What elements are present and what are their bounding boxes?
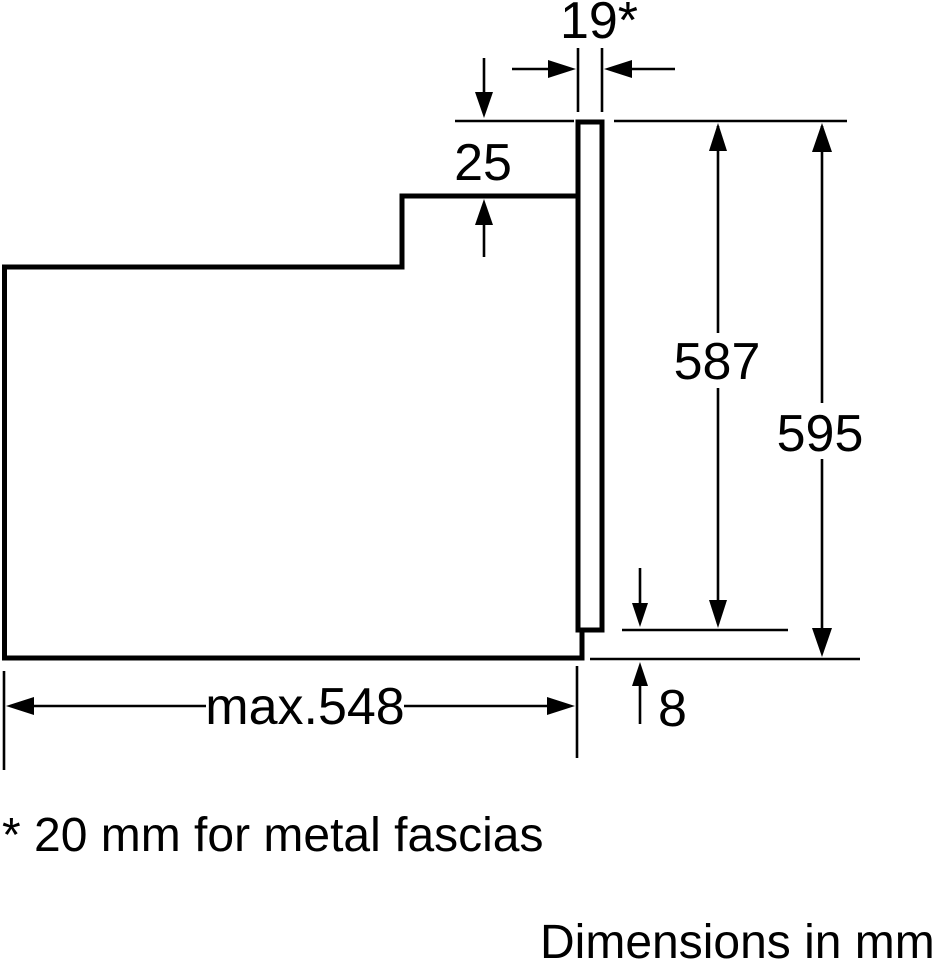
dim-548-left-arrowhead-icon: [6, 697, 34, 715]
dim-19-right-arrowhead-icon: [604, 60, 632, 78]
dim-19-label: 19*: [560, 0, 638, 50]
dim-25-down-arrowhead-icon: [475, 92, 493, 118]
dim-595-down-arrowhead-icon: [812, 628, 832, 657]
appliance-outline: [2, 119, 605, 661]
dim-587-label: 587: [674, 333, 761, 391]
dim-front-height: 595: [777, 123, 864, 657]
dim-fascia-thickness: 19*: [512, 0, 675, 78]
dim-8-up-arrowhead-icon: [632, 662, 648, 686]
dim-body-height: 587: [674, 123, 761, 628]
dim-595-label: 595: [777, 405, 864, 463]
dim-8-down-arrowhead-icon: [632, 603, 648, 627]
fascia-panel: [575, 119, 605, 633]
dim-548-label: max.548: [205, 678, 404, 736]
dim-bottom-gap: 8: [632, 568, 687, 738]
dim-548-right-arrowhead-icon: [547, 697, 575, 715]
dim-587-down-arrowhead-icon: [709, 600, 727, 628]
dim-19-left-arrowhead-icon: [548, 60, 576, 78]
units-note: Dimensions in mm: [540, 916, 934, 969]
dim-top-offset: 25: [454, 58, 512, 257]
dim-max-depth: max.548: [6, 678, 575, 736]
extension-lines: [2, 48, 860, 770]
fascia-footnote: * 20 mm for metal fascias: [2, 809, 544, 862]
dim-8-label: 8: [658, 680, 687, 738]
dim-25-label: 25: [454, 134, 512, 192]
dim-25-up-arrowhead-icon: [475, 199, 493, 225]
oven-body: [2, 193, 585, 661]
